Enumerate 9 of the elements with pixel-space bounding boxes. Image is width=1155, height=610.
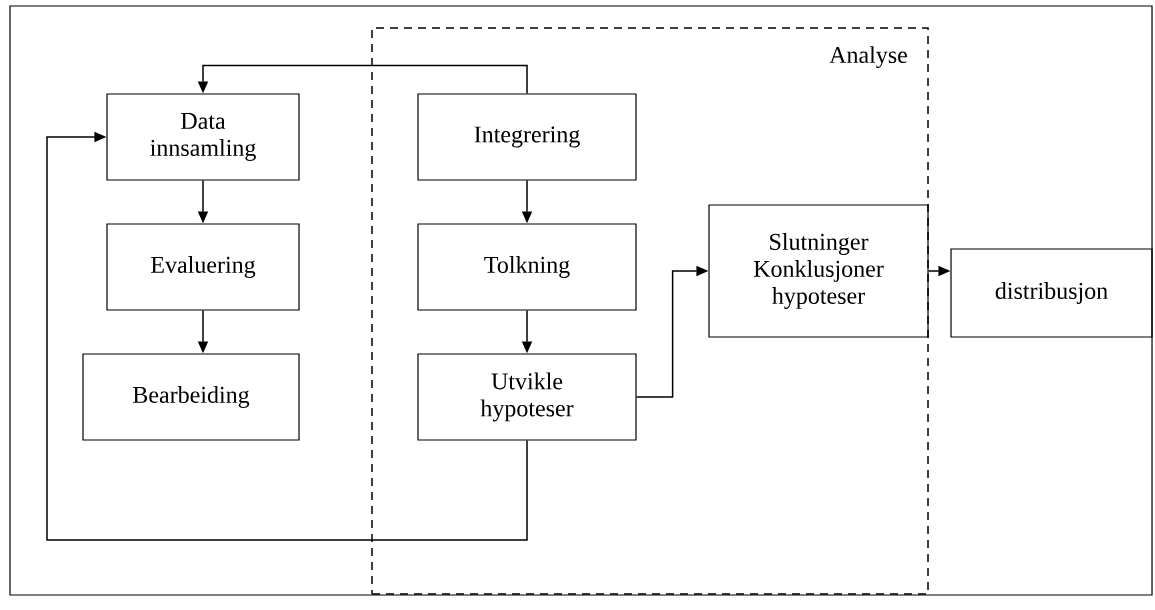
- process-box: Utvikle hypoteser: [417, 353, 637, 441]
- process-box: Bearbeiding: [82, 353, 300, 441]
- process-box: Data innsamling: [106, 93, 300, 181]
- process-box: Slutninger Konklusjoner hypoteser: [708, 204, 929, 338]
- process-box: distribusjon: [950, 248, 1153, 338]
- arrow: [46, 131, 528, 541]
- process-box: Tolkning: [417, 223, 637, 311]
- process-box: Integrering: [417, 93, 637, 181]
- process-box: Evaluering: [106, 223, 300, 311]
